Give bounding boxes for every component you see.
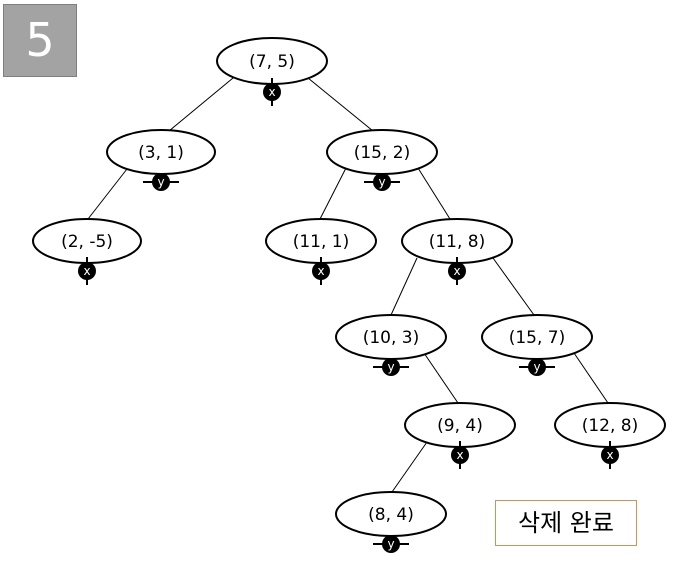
split-axis-label: y xyxy=(387,537,394,551)
y-split-marker: y xyxy=(373,535,409,553)
node-label: (12, 8) xyxy=(582,416,639,436)
node-label: (11, 8) xyxy=(429,232,486,252)
split-marker-circle xyxy=(448,262,466,280)
tree-node: (11, 1) x xyxy=(265,218,377,285)
tree-nodes: (7, 5)x(3, 1)y(15, 2)y(2, -5)x(11, 1)x(1… xyxy=(32,37,666,553)
tree-edge xyxy=(168,77,234,132)
tree-node: (8, 4) y xyxy=(335,491,447,553)
tree-node: (12, 8) x xyxy=(554,402,666,469)
split-marker-circle xyxy=(382,358,400,376)
tree-edge xyxy=(417,167,451,220)
tree-edges xyxy=(87,77,609,493)
split-axis-label: x xyxy=(317,264,324,278)
node-label: (7, 5) xyxy=(249,52,295,72)
tree-edge xyxy=(87,168,128,220)
node-label: (15, 7) xyxy=(509,328,566,348)
split-axis-label: x xyxy=(456,448,463,462)
y-split-marker: y xyxy=(373,358,409,376)
split-marker-circle xyxy=(601,446,619,464)
step-number-badge: 5 xyxy=(3,4,77,77)
split-marker-circle xyxy=(152,173,170,191)
tree-edge xyxy=(319,167,347,220)
split-marker-circle xyxy=(528,358,546,376)
tree-edge xyxy=(390,257,418,316)
x-split-marker: x xyxy=(448,257,466,285)
tree-edge xyxy=(423,352,459,404)
tree-node: (15, 2) y xyxy=(326,129,438,191)
y-split-marker: y xyxy=(519,358,555,376)
split-axis-label: y xyxy=(533,360,540,374)
split-marker-circle xyxy=(382,535,400,553)
node-label: (15, 2) xyxy=(354,143,411,163)
split-axis-label: y xyxy=(378,175,385,189)
y-split-marker: y xyxy=(143,173,179,191)
y-split-marker: y xyxy=(364,173,400,191)
node-label: (10, 3) xyxy=(363,328,420,348)
tree-node: (11, 8) x xyxy=(401,218,513,285)
split-marker-circle xyxy=(312,262,330,280)
tree-node: (9, 4) x xyxy=(404,402,516,469)
split-marker-circle xyxy=(451,446,469,464)
node-label: (2, -5) xyxy=(61,232,113,252)
tree-edge xyxy=(573,352,609,404)
split-marker-circle xyxy=(263,83,281,101)
split-axis-label: x xyxy=(453,264,460,278)
split-axis-label: x xyxy=(268,85,275,99)
tree-node: (2, -5) x xyxy=(32,218,142,285)
split-axis-label: y xyxy=(387,360,394,374)
tree-edge xyxy=(492,257,535,316)
split-axis-label: x xyxy=(83,264,90,278)
node-label: (11, 1) xyxy=(293,232,350,252)
node-label: (8, 4) xyxy=(368,505,414,525)
x-split-marker: x xyxy=(263,78,281,106)
split-axis-label: y xyxy=(157,175,164,189)
split-axis-label: x xyxy=(606,448,613,462)
node-label: (9, 4) xyxy=(437,416,483,436)
deletion-complete-label: 삭제 완료 xyxy=(495,500,637,546)
tree-edge xyxy=(307,77,374,132)
tree-edge xyxy=(391,441,428,493)
x-split-marker: x xyxy=(78,257,96,285)
tree-node: (3, 1) y xyxy=(106,129,216,191)
node-label: (3, 1) xyxy=(138,143,184,163)
split-marker-circle xyxy=(78,262,96,280)
tree-node: (7, 5) x xyxy=(216,37,328,106)
x-split-marker: x xyxy=(451,441,469,469)
split-marker-circle xyxy=(373,173,391,191)
x-split-marker: x xyxy=(601,441,619,469)
tree-node: (10, 3) y xyxy=(335,314,447,376)
x-split-marker: x xyxy=(312,257,330,285)
tree-node: (15, 7) y xyxy=(481,314,593,376)
